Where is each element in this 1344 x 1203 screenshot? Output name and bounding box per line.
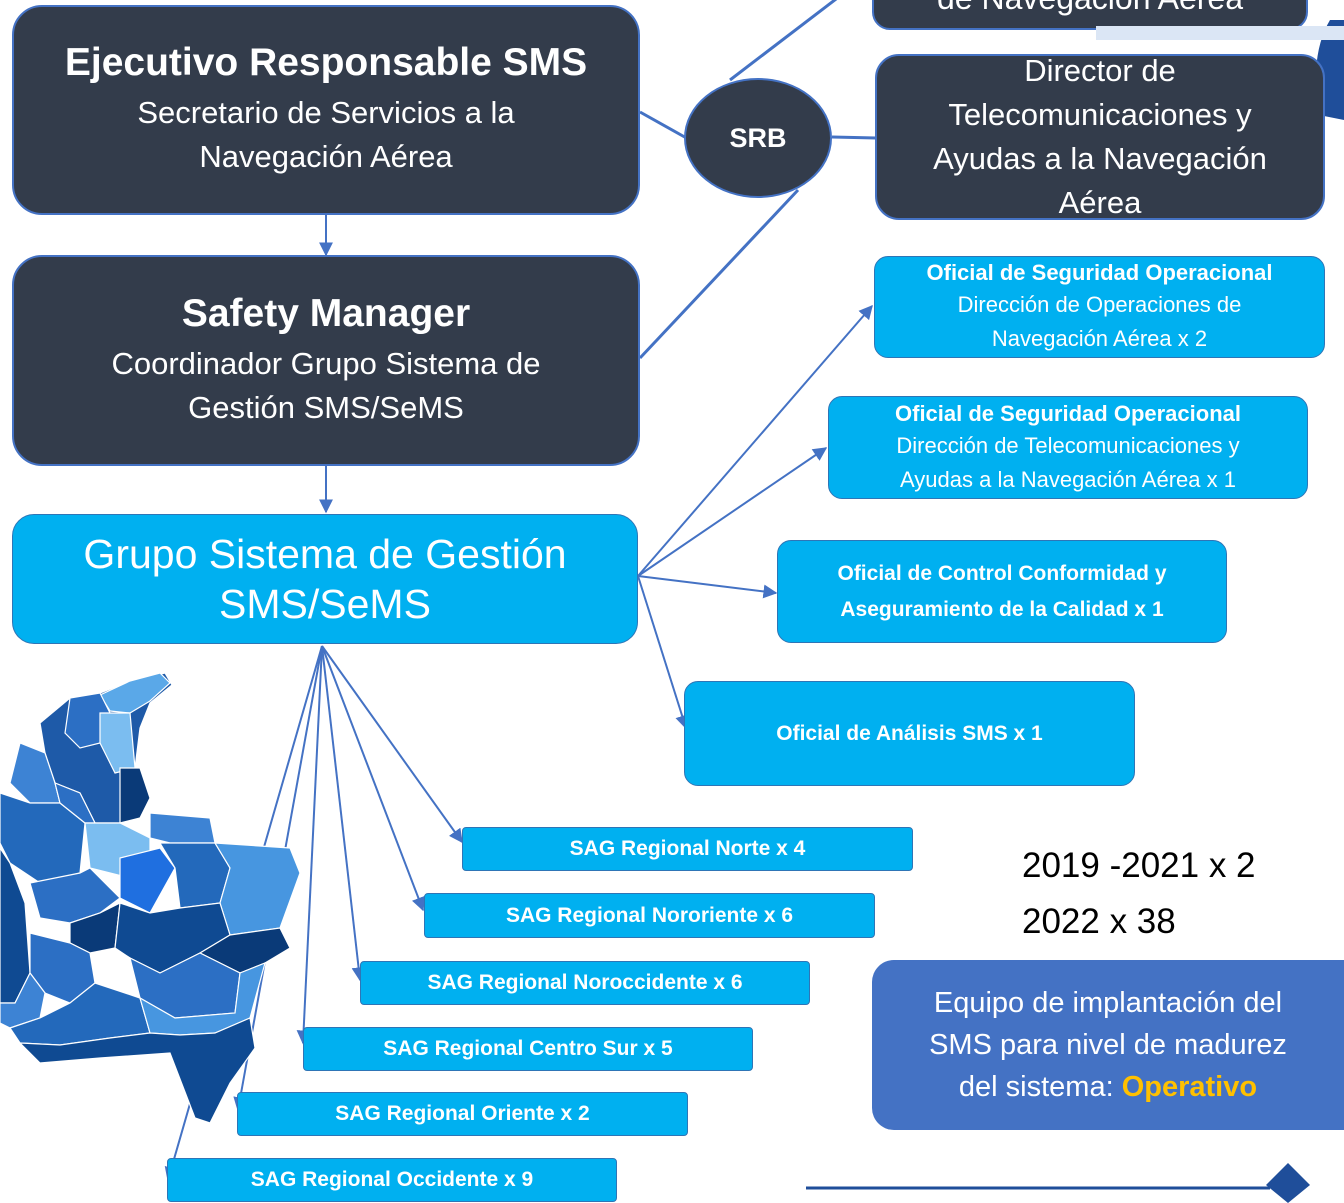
- ejecutivo-responsable-box: Ejecutivo Responsable SMS Secretario de …: [12, 5, 640, 215]
- sag-regional-norte: SAG Regional Norte x 4: [462, 827, 913, 871]
- sag-regional-centro-sur: SAG Regional Centro Sur x 5: [303, 1027, 753, 1071]
- top-partial-text: de Navegación Aérea: [937, 0, 1243, 14]
- director-line2: Telecomunicaciones y: [948, 97, 1252, 132]
- footer-decoration: [806, 1163, 1310, 1203]
- equipo-line3: del sistema: Operativo: [959, 1066, 1257, 1108]
- grupo-sistema-gestion-box: Grupo Sistema de Gestión SMS/SeMS: [12, 514, 638, 644]
- sag-regional-centro-sur-label: SAG Regional Centro Sur x 5: [383, 1037, 673, 1060]
- sag-regional-norte-label: SAG Regional Norte x 4: [569, 837, 806, 860]
- stats-line-2: 2022 x 38: [1022, 902, 1176, 941]
- grupo-line2: SMS/SeMS: [219, 581, 431, 627]
- srb-label: SRB: [729, 122, 787, 153]
- oficial-2-title: Oficial de Seguridad Operacional: [895, 400, 1241, 426]
- srb-circle: SRB: [684, 78, 832, 198]
- equipo-line1: Equipo de implantación del: [933, 987, 1283, 1019]
- oficial-1-line2: Navegación Aérea x 2: [991, 326, 1208, 351]
- oficial-2-line2: Ayudas a la Navegación Aérea x 1: [900, 466, 1236, 492]
- stats-line-1: 2019 -2021 x 2: [1022, 846, 1256, 885]
- equipo-line3-prefix: del sistema:: [958, 1071, 1122, 1103]
- oficial-1-title: Oficial de Seguridad Operacional: [926, 260, 1273, 285]
- sag-regional-occidente-label: SAG Regional Occidente x 9: [250, 1168, 534, 1191]
- equipo-implantacion-box: Equipo de implantación del SMS para nive…: [872, 960, 1344, 1130]
- oficial-control-calidad-box: Oficial de Control Conformidad y Asegura…: [777, 540, 1227, 643]
- sag-regional-nororiente-label: SAG Regional Nororiente x 6: [505, 903, 794, 927]
- sag-regional-noroccidente: SAG Regional Noroccidente x 6: [360, 961, 810, 1005]
- oficial-analisis-box: Oficial de Análisis SMS x 1: [684, 681, 1135, 786]
- oficial-seguridad-operaciones-box: Oficial de Seguridad Operacional Direcci…: [874, 256, 1325, 358]
- safety-manager-box: Safety Manager Coordinador Grupo Sistema…: [12, 255, 640, 466]
- oficial-4-line1: Oficial de Análisis SMS x 1: [776, 721, 1043, 745]
- ejecutivo-line2: Navegación Aérea: [199, 139, 453, 174]
- safety-manager-line1: Coordinador Grupo Sistema de: [111, 345, 541, 381]
- grupo-line1: Grupo Sistema de Gestión: [83, 531, 567, 577]
- director-line4: Aérea: [1058, 185, 1142, 220]
- logo-strip: [1096, 26, 1344, 40]
- oficial-1-line1: Dirección de Operaciones de: [957, 292, 1242, 317]
- director-line1: Director de: [1024, 53, 1176, 88]
- top-partial-box: de Navegación Aérea: [872, 0, 1308, 30]
- safety-manager-line2: Gestión SMS/SeMS: [188, 389, 464, 425]
- oficial-seguridad-telecom-box: Oficial de Seguridad Operacional Direcci…: [828, 396, 1308, 499]
- oficial-3-line1: Oficial de Control Conformidad y: [837, 561, 1167, 585]
- sag-regional-oriente-label: SAG Regional Oriente x 2: [335, 1102, 590, 1125]
- equipo-line2: SMS para nivel de madurez: [929, 1029, 1287, 1061]
- ejecutivo-title: Ejecutivo Responsable SMS: [64, 41, 588, 84]
- director-telecomunicaciones-box: Director de Telecomunicaciones y Ayudas …: [875, 53, 1325, 220]
- director-line3: Ayudas a la Navegación: [933, 141, 1267, 176]
- colombia-map: [0, 673, 301, 1124]
- ejecutivo-line1: Secretario de Servicios a la: [137, 95, 515, 130]
- safety-manager-title: Safety Manager: [181, 291, 471, 335]
- sag-regional-noroccidente-label: SAG Regional Noroccidente x 6: [427, 971, 743, 994]
- sag-regional-nororiente: SAG Regional Nororiente x 6: [424, 893, 875, 938]
- oficial-3-line2: Aseguramiento de la Calidad x 1: [840, 597, 1164, 621]
- equipo-status-operativo: Operativo: [1121, 1071, 1258, 1103]
- oficial-2-line1: Dirección de Telecomunicaciones y: [896, 432, 1240, 458]
- sag-regional-oriente: SAG Regional Oriente x 2: [237, 1092, 688, 1136]
- sag-regional-occidente: SAG Regional Occidente x 9: [167, 1158, 617, 1202]
